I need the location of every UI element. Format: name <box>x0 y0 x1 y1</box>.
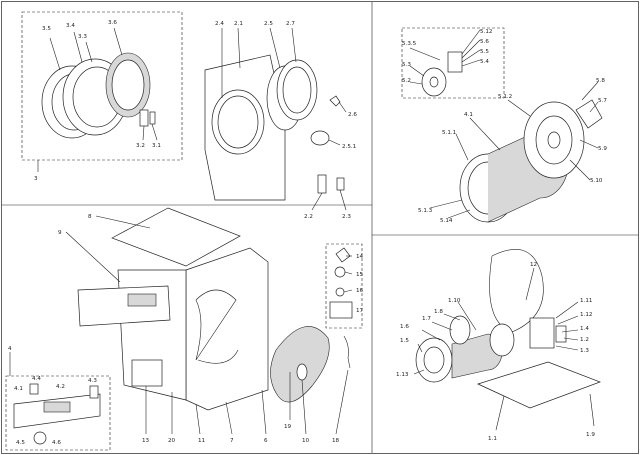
label-3-5: 3.5 <box>42 26 51 32</box>
label-5-4: 5.4 <box>480 59 489 65</box>
cabinet-side <box>185 247 269 411</box>
power-cord-plug <box>296 363 308 381</box>
label-17: 17 <box>356 308 364 314</box>
label-5-5: 5.5 <box>480 49 489 55</box>
label-7: 7 <box>230 438 234 444</box>
label-4-5: 4.5 <box>16 440 25 446</box>
label-5-14: 5.14 <box>440 218 453 224</box>
label-3-4: 3.4 <box>66 23 75 29</box>
label-5-3-5: 5.3.5 <box>402 41 417 47</box>
label-1-9: 1.9 <box>586 432 595 438</box>
label-9: 9 <box>58 230 62 236</box>
label-3: 3 <box>34 176 38 182</box>
label-5-10: 5.10 <box>590 178 603 184</box>
label-3-3: 3.3 <box>78 34 87 40</box>
door-group-box <box>21 11 183 161</box>
cabinet-front-panel: 2.4 2.1 2.5 2.7 2.6 2.5.1 2.2 2.3 <box>204 21 357 220</box>
label-5-9: 5.9 <box>598 146 607 152</box>
label-4-4: 4.4 <box>32 376 41 382</box>
label-1-11: 1.11 <box>580 298 593 304</box>
door-lock <box>317 174 327 194</box>
label-4-6: 4.6 <box>52 440 61 446</box>
drain-hose <box>270 326 330 403</box>
label-1-10: 1.10 <box>448 298 461 304</box>
label-3-2: 3.2 <box>136 143 145 149</box>
label-1-5: 1.5 <box>400 338 409 344</box>
filter-box <box>329 301 353 319</box>
flange-bracket <box>447 51 463 73</box>
label-4-1: 4.1 <box>464 112 473 118</box>
label-2-3: 2.3 <box>342 214 351 220</box>
label-4-2: 4.2 <box>56 384 65 390</box>
label-5-8: 5.8 <box>596 78 605 84</box>
label-1-13: 1.13 <box>396 372 409 378</box>
label-3-1: 3.1 <box>152 143 161 149</box>
label-1-7: 1.7 <box>422 316 431 322</box>
label-1-3: 1.3 <box>580 348 589 354</box>
label-16: 16 <box>356 288 364 294</box>
base-motor-panel: 12 1.10 1.8 1.7 1.6 1.5 1.11 1.12 1.4 1.… <box>396 249 601 442</box>
label-4: 4 <box>8 346 12 352</box>
door-panel: 3.5 3.4 3.3 3.6 3.2 3.1 3 <box>21 11 183 182</box>
label-14: 14 <box>356 254 364 260</box>
label-1-2: 1.2 <box>580 337 589 343</box>
label-1-6: 1.6 <box>400 324 409 330</box>
label-3-6: 3.6 <box>108 20 117 26</box>
label-1-12: 1.12 <box>580 312 592 318</box>
label-10: 10 <box>302 438 310 444</box>
label-4-3: 4.3 <box>88 378 97 384</box>
label-1-4: 1.4 <box>580 326 589 332</box>
label-2-1: 2.1 <box>234 21 243 27</box>
label-5-6: 5.6 <box>480 39 489 45</box>
label-1-8: 1.8 <box>434 309 443 315</box>
label-1-1: 1.1 <box>488 436 497 442</box>
label-12: 12 <box>530 262 537 268</box>
label-15: 15 <box>356 272 364 278</box>
label-6: 6 <box>264 438 268 444</box>
drive-belt <box>489 249 544 333</box>
drum-panel: 5.3.5 5.12 5.6 5.5 5.4 5.3 5.2 5.8 5.1.2… <box>401 27 607 224</box>
door-hinge <box>139 109 149 127</box>
label-8: 8 <box>88 214 92 220</box>
front-panel-group-box <box>5 375 111 451</box>
label-5-3: 5.3 <box>402 62 411 68</box>
top-plate <box>111 207 241 267</box>
label-13: 13 <box>142 438 150 444</box>
label-5-1-3: 5.1.3 <box>418 208 433 214</box>
pulley-group-box <box>401 27 505 99</box>
label-5-12: 5.12 <box>480 29 492 35</box>
detergent-drawer <box>131 359 163 387</box>
label-2-4: 2.4 <box>215 21 224 27</box>
label-20: 20 <box>168 438 176 444</box>
label-2-6: 2.6 <box>348 112 357 118</box>
label-5-1-1: 5.1.1 <box>442 130 457 136</box>
label-2-5-1: 2.5.1 <box>342 144 357 150</box>
label-18: 18 <box>332 438 340 444</box>
label-5-2: 5.2 <box>402 78 411 84</box>
seal-clamp <box>310 130 330 146</box>
bracket-assembly <box>529 317 555 349</box>
main-cabinet-panel: 8 9 14 15 16 17 4 4.1 4.4 4.2 4.3 4.5 4.… <box>5 207 364 451</box>
label-11: 11 <box>198 438 206 444</box>
label-5-7: 5.7 <box>598 98 607 104</box>
label-19: 19 <box>284 424 292 430</box>
label-4-1-front: 4.1 <box>14 386 23 392</box>
base-plate <box>477 361 601 409</box>
label-5-1-2: 5.1.2 <box>498 94 512 100</box>
component-group-box <box>325 243 363 329</box>
label-2-2: 2.2 <box>304 214 313 220</box>
label-2-7: 2.7 <box>286 21 295 27</box>
label-2-5: 2.5 <box>264 21 273 27</box>
